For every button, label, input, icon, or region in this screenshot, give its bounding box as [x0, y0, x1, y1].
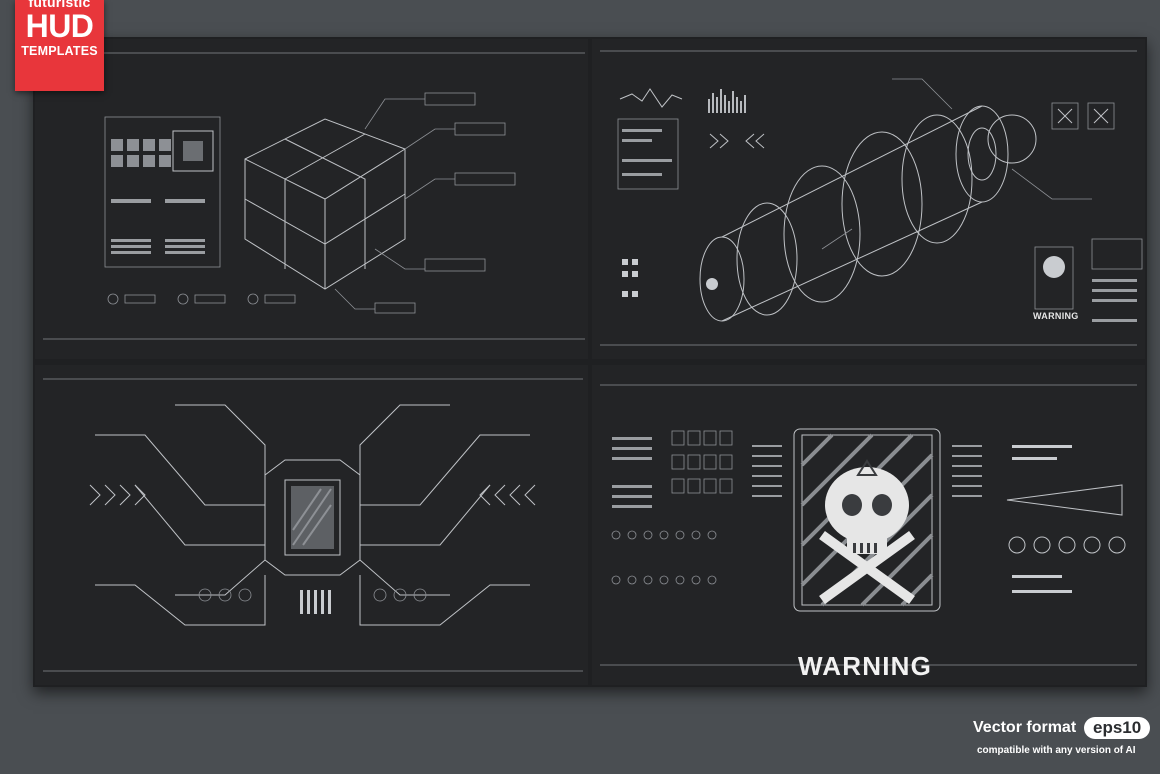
- warning-label-big: WARNING: [798, 651, 933, 681]
- hud-panel-warning: WARNING: [592, 365, 1145, 685]
- product-badge: futuristic HUD TEMPLATES: [15, 0, 104, 91]
- templates-preview: WARNING: [33, 37, 1147, 687]
- hud-panel-cube: [35, 39, 588, 359]
- hud-symmetric-graphic: [43, 378, 583, 672]
- hud-panel-cylinder: WARNING: [592, 39, 1145, 359]
- hud-cylinder-graphic: [600, 50, 1143, 346]
- format-badge: eps10: [1084, 717, 1151, 739]
- badge-line-1: futuristic: [28, 0, 91, 10]
- hud-skull-graphic: [600, 384, 1137, 666]
- hud-panel-symmetric: [35, 365, 588, 685]
- hud-cube-graphic: [43, 52, 585, 340]
- format-label: Vector format: [973, 719, 1077, 736]
- warning-label-small: WARNING: [1033, 311, 1079, 321]
- badge-line-2: HUD: [25, 8, 94, 44]
- badge-line-3: TEMPLATES: [21, 44, 98, 58]
- compatibility-note: compatible with any version of AI: [977, 745, 1136, 756]
